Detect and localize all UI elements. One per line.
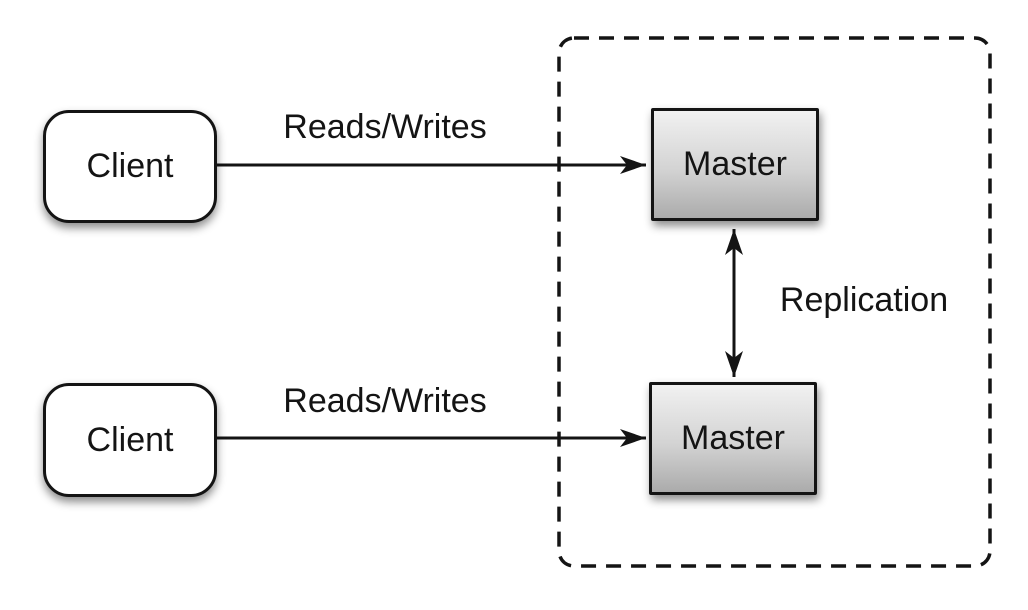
- replication-cluster-border: [557, 36, 992, 568]
- node-master-bottom: Master: [649, 382, 817, 495]
- edge-label-replication: Replication: [779, 281, 949, 319]
- node-client-bottom: Client: [43, 383, 217, 497]
- node-client-top: Client: [43, 110, 217, 223]
- node-master-top-label: Master: [683, 145, 787, 183]
- node-client-bottom-label: Client: [86, 420, 174, 459]
- edge-label-reads-writes-bottom: Reads/Writes: [283, 382, 487, 420]
- node-client-top-label: Client: [86, 147, 174, 185]
- edge-label-reads-writes-top: Reads/Writes: [283, 108, 487, 146]
- node-master-bottom-label: Master: [681, 419, 785, 457]
- node-master-top: Master: [651, 108, 819, 221]
